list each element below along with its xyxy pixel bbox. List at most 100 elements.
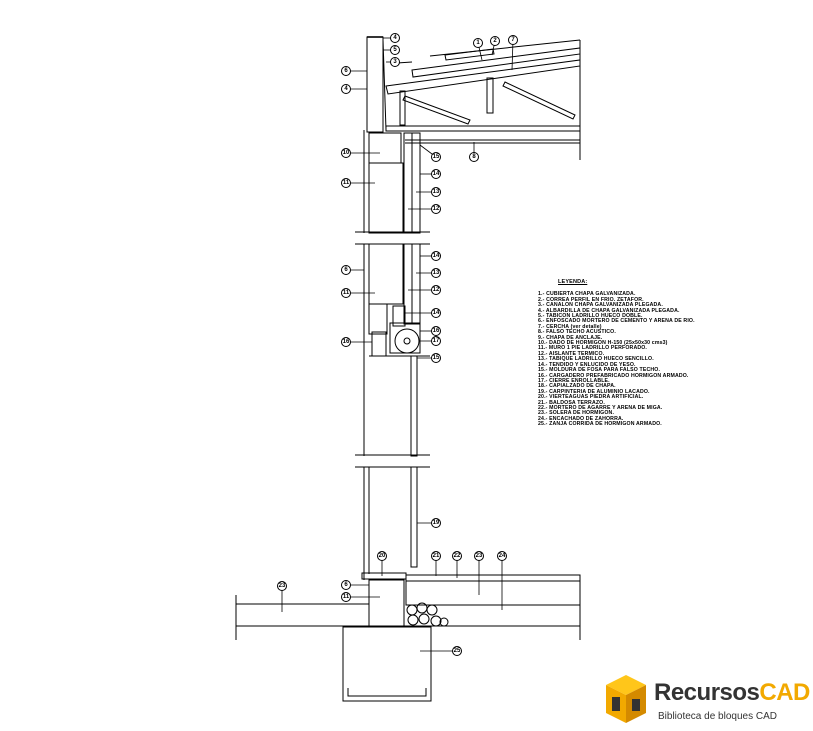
callout-4: 4 bbox=[341, 84, 367, 94]
callout-circle bbox=[341, 178, 351, 188]
callout-circle bbox=[452, 646, 462, 656]
callout-23: 23 bbox=[277, 581, 287, 612]
callout-11: 11 bbox=[341, 178, 375, 188]
callout-circle bbox=[508, 35, 518, 45]
callout-circle bbox=[341, 148, 351, 158]
callout-number: 7 bbox=[511, 37, 515, 43]
callout-number: 10 bbox=[343, 150, 350, 156]
callout-6: 6 bbox=[341, 265, 364, 275]
upper-wall bbox=[355, 130, 430, 245]
callout-19: 19 bbox=[417, 518, 441, 528]
legend-item: 11.- MURO 1 PIE LADRILLO PERFORADO. bbox=[538, 345, 648, 352]
callout-number: 23 bbox=[476, 553, 483, 559]
callout-number: 22 bbox=[454, 553, 461, 559]
callout-circle bbox=[431, 251, 441, 261]
callout-number: 6 bbox=[344, 267, 348, 273]
callout-circle bbox=[431, 204, 441, 214]
callout-circle bbox=[431, 551, 441, 561]
callout-16: 16 bbox=[341, 337, 372, 347]
callout-number: 15 bbox=[433, 355, 440, 361]
callout-7: 7 bbox=[508, 35, 518, 71]
callout-circle bbox=[431, 169, 441, 179]
callout-25: 25 bbox=[420, 646, 462, 656]
legend-item: 4.- ALBARDILLA DE CHAPA GALVANIZADA PLEG… bbox=[538, 307, 680, 314]
callout-number: 19 bbox=[433, 520, 440, 526]
callout-4: 4 bbox=[383, 33, 400, 43]
callout-circle bbox=[431, 308, 441, 318]
callout-number: 20 bbox=[379, 553, 386, 559]
callout-number: 16 bbox=[343, 339, 350, 345]
callout-6: 6 bbox=[341, 66, 367, 76]
callout-3: 3 bbox=[386, 57, 400, 67]
logo-brand: RecursosCAD bbox=[654, 679, 810, 706]
legend-item: 22.- MORTERO DE AGARRE Y ARENA DE MIGA. bbox=[538, 404, 663, 411]
callout-circle bbox=[377, 551, 387, 561]
callout-circle bbox=[431, 518, 441, 528]
callout-circle bbox=[490, 36, 500, 46]
callout-16: 16 bbox=[420, 326, 441, 336]
legend-item: 13.- TABIQUE LADRILLO HUECO SENCILLO. bbox=[538, 356, 654, 363]
callout-6: 6 bbox=[341, 580, 369, 590]
callout-circle bbox=[341, 337, 351, 347]
legend-item: 5.- TABICON LADRILLO HUECO DOBLE. bbox=[538, 313, 643, 320]
legend-item: 18.- CAPIALZADO DE CHAPA. bbox=[538, 383, 616, 390]
callout-8: 8 bbox=[469, 142, 479, 162]
callout-number: 5 bbox=[393, 47, 397, 53]
callout-number: 23 bbox=[279, 583, 286, 589]
callout-circle bbox=[431, 285, 441, 295]
callout-number: 24 bbox=[499, 553, 506, 559]
callout-14: 14 bbox=[420, 251, 441, 261]
callout-13: 13 bbox=[416, 187, 441, 197]
callout-circle bbox=[341, 66, 351, 76]
legend: LEYENDA: 1.- CUBIERTA CHAPA GALVANIZADA.… bbox=[538, 279, 695, 428]
callout-circle bbox=[341, 265, 351, 275]
legend-item: 7.- CERCHA (ver detalle) bbox=[538, 323, 602, 330]
callout-number: 11 bbox=[343, 180, 350, 186]
callout-circle bbox=[390, 57, 400, 67]
callout-number: 15 bbox=[433, 154, 440, 160]
callout-number: 4 bbox=[344, 86, 348, 92]
legend-item: 25.- ZANJA CORRIDA DE HORMIGON ARMADO. bbox=[538, 421, 662, 428]
legend-item: 3.- CANALON CHAPA GALVANIZADA PLEGADA. bbox=[538, 302, 663, 309]
callout-14: 14 bbox=[420, 169, 441, 179]
legend-item: 23.- SOLERA DE HORMIGON. bbox=[538, 410, 615, 417]
legend-item: 6.- ENFOSCADO MORTERO DE CEMENTO Y ARENA… bbox=[538, 318, 695, 325]
callout-circle bbox=[431, 187, 441, 197]
callout-circle bbox=[431, 152, 441, 162]
callout-number: 13 bbox=[433, 270, 440, 276]
callout-number: 12 bbox=[433, 287, 440, 293]
legend-item: 1.- CUBIERTA CHAPA GALVANIZADA. bbox=[538, 291, 636, 298]
callout-circle bbox=[390, 33, 400, 43]
callout-number: 8 bbox=[472, 154, 476, 160]
callout-2: 2 bbox=[490, 36, 500, 56]
floor-foundation bbox=[235, 574, 581, 702]
leader-line bbox=[511, 39, 514, 71]
callout-circle bbox=[431, 326, 441, 336]
callout-circle bbox=[452, 551, 462, 561]
callout-number: 11 bbox=[343, 594, 350, 600]
legend-item: 8.- FALSO TECHO ACUSTICO. bbox=[538, 329, 616, 336]
callout-number: 1 bbox=[476, 40, 480, 46]
cube-logo-icon bbox=[606, 675, 646, 723]
callout-21: 21 bbox=[431, 551, 441, 576]
callout-11: 11 bbox=[341, 592, 380, 602]
legend-item: 21.- BALDOSA TERRAZO. bbox=[538, 399, 605, 406]
middle-wall bbox=[355, 243, 430, 468]
callout-17: 17 bbox=[419, 336, 441, 346]
parapet-wall bbox=[366, 36, 387, 133]
callout-12: 12 bbox=[408, 204, 441, 214]
callout-number: 4 bbox=[393, 35, 397, 41]
callout-number: 14 bbox=[433, 253, 440, 259]
legend-item: 12.- AISLANTE TERMICO. bbox=[538, 350, 605, 357]
legend-item: 14.- TENDIDO Y ENLUCIDO DE YESO. bbox=[538, 361, 636, 368]
callout-circle bbox=[341, 592, 351, 602]
callout-number: 21 bbox=[433, 553, 440, 559]
callout-number: 6 bbox=[344, 582, 348, 588]
callout-number: 25 bbox=[454, 648, 461, 654]
callout-15: 15 bbox=[419, 144, 441, 162]
callout-number: 13 bbox=[433, 189, 440, 195]
legend-item: 20.- VIERTEAGUAS PIEDRA ARTIFICIAL. bbox=[538, 394, 644, 401]
callout-circle bbox=[473, 38, 483, 48]
